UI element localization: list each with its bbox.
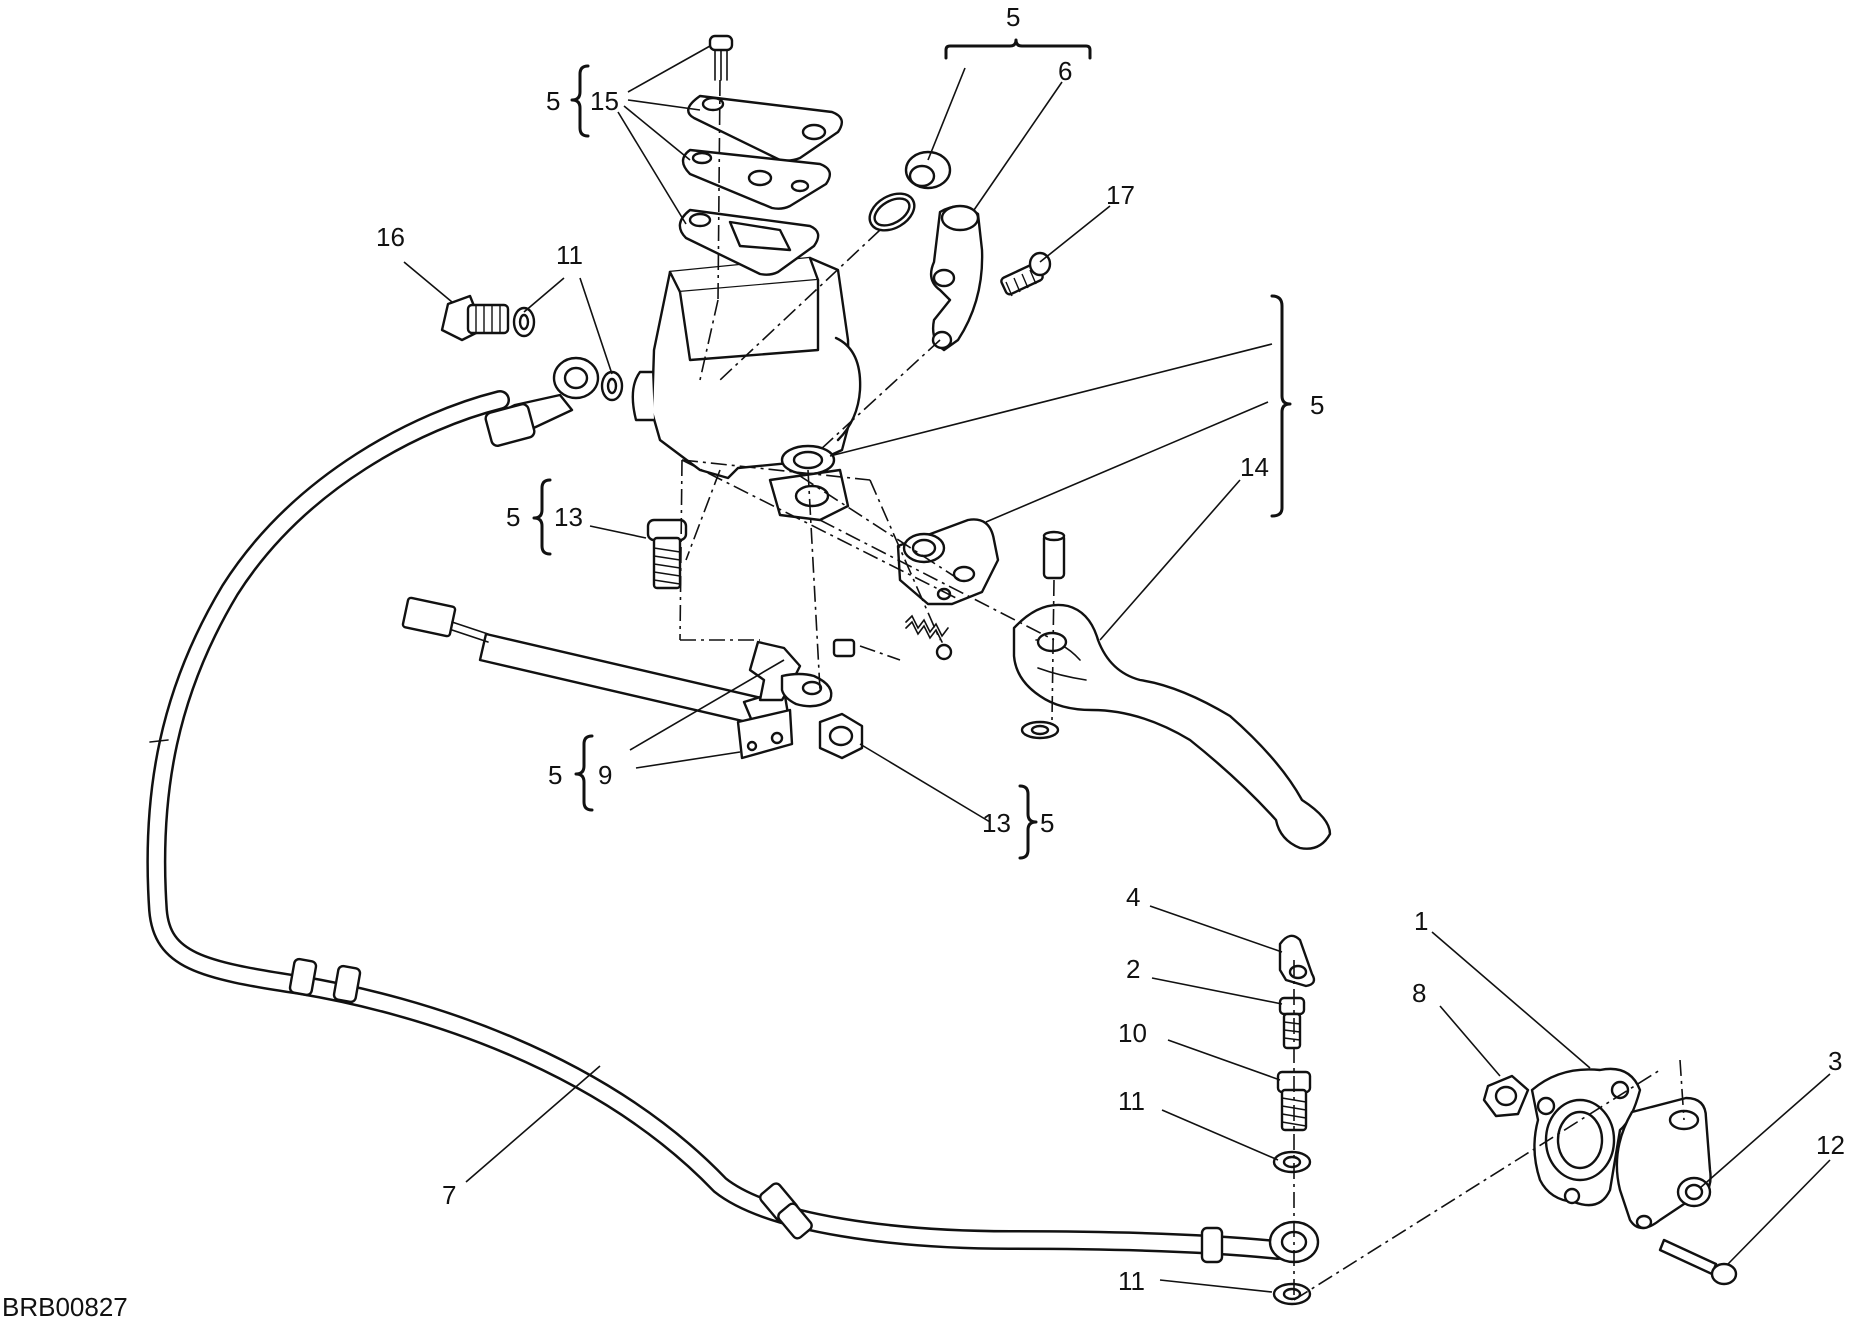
- assembly-lines: [679, 79, 1685, 1301]
- callout-5-lever-group: 5: [1310, 390, 1324, 420]
- callout-11-mid: 11: [1118, 1086, 1145, 1116]
- sealing-washer-11-right: [600, 370, 624, 402]
- piston-seal-5: [904, 150, 952, 190]
- clutch-switch-wire: [401, 596, 792, 742]
- callout-10: 10: [1118, 1018, 1147, 1048]
- callout-5-screw-13: 5: [506, 502, 520, 532]
- spring-5: [905, 614, 953, 661]
- master-cylinder-body: [631, 256, 862, 522]
- lever-circlip-14: [1020, 720, 1060, 740]
- screw-12: [1658, 1238, 1738, 1286]
- bleed-cap-4: [1278, 934, 1316, 988]
- lever-adjuster-5: [896, 518, 1000, 606]
- lever-clamp-6: [929, 204, 984, 352]
- callout-7: 7: [442, 1180, 456, 1210]
- clutch-hose: [146, 390, 1288, 1264]
- callout-labels: 1 2 3 4 5 5 5 5 5 5 6 7 8 9 10 11 11 11 …: [376, 2, 1845, 1296]
- callout-5-top: 5: [1006, 2, 1020, 32]
- drawing-code: BRB00827: [2, 1292, 128, 1320]
- clutch-switch-9: [736, 708, 794, 760]
- reservoir-cap-15: [687, 94, 844, 162]
- callout-12: 12: [1816, 1130, 1845, 1160]
- callout-4: 4: [1126, 882, 1140, 912]
- callout-5-reservoir: 5: [546, 86, 560, 116]
- callout-5-switch-9: 5: [548, 760, 562, 790]
- callout-2: 2: [1126, 954, 1140, 984]
- sealing-washer-11-left: [512, 306, 536, 338]
- banjo-bolt-16: [440, 294, 510, 342]
- slave-cylinder-3: [1615, 1096, 1712, 1230]
- sealing-washer-11-mid: [1272, 1150, 1312, 1174]
- lock-nut-13: [818, 712, 864, 760]
- callout-8: 8: [1412, 978, 1426, 1008]
- clutch-lever-14: [1012, 603, 1332, 850]
- callout-5-nut-13: 5: [1040, 808, 1054, 838]
- callout-13-screw: 13: [554, 502, 583, 532]
- hose-upper-fitting: [484, 356, 600, 447]
- lever-pin-14: [1042, 530, 1066, 580]
- cap-8: [1482, 1074, 1530, 1118]
- bleed-valve-2: [1278, 996, 1306, 1050]
- bushing-5: [832, 638, 856, 658]
- reservoir-diaphragm-15: [678, 208, 820, 276]
- callout-16: 16: [376, 222, 405, 252]
- reservoir-cap-screw-15: [708, 34, 734, 81]
- callout-11-bottom: 11: [1118, 1266, 1145, 1296]
- callout-15: 15: [590, 86, 619, 116]
- pivot-screw-13: [646, 518, 688, 590]
- callout-14: 14: [1240, 452, 1269, 482]
- callout-3: 3: [1828, 1046, 1842, 1076]
- callout-9: 9: [598, 760, 612, 790]
- reservoir-plate-15: [681, 148, 832, 210]
- callout-11-top: 11: [556, 240, 583, 270]
- callout-13-nut: 13: [982, 808, 1011, 838]
- o-ring-5: [868, 192, 916, 232]
- slave-cylinder-adapter-1: [1530, 1067, 1642, 1207]
- callout-6: 6: [1058, 56, 1072, 86]
- callout-1: 1: [1414, 906, 1428, 936]
- sealing-washer-11-bottom: [1272, 1282, 1312, 1306]
- callout-leaders: [403, 45, 1831, 1293]
- callout-17: 17: [1106, 180, 1135, 210]
- group-braces: [532, 38, 1292, 860]
